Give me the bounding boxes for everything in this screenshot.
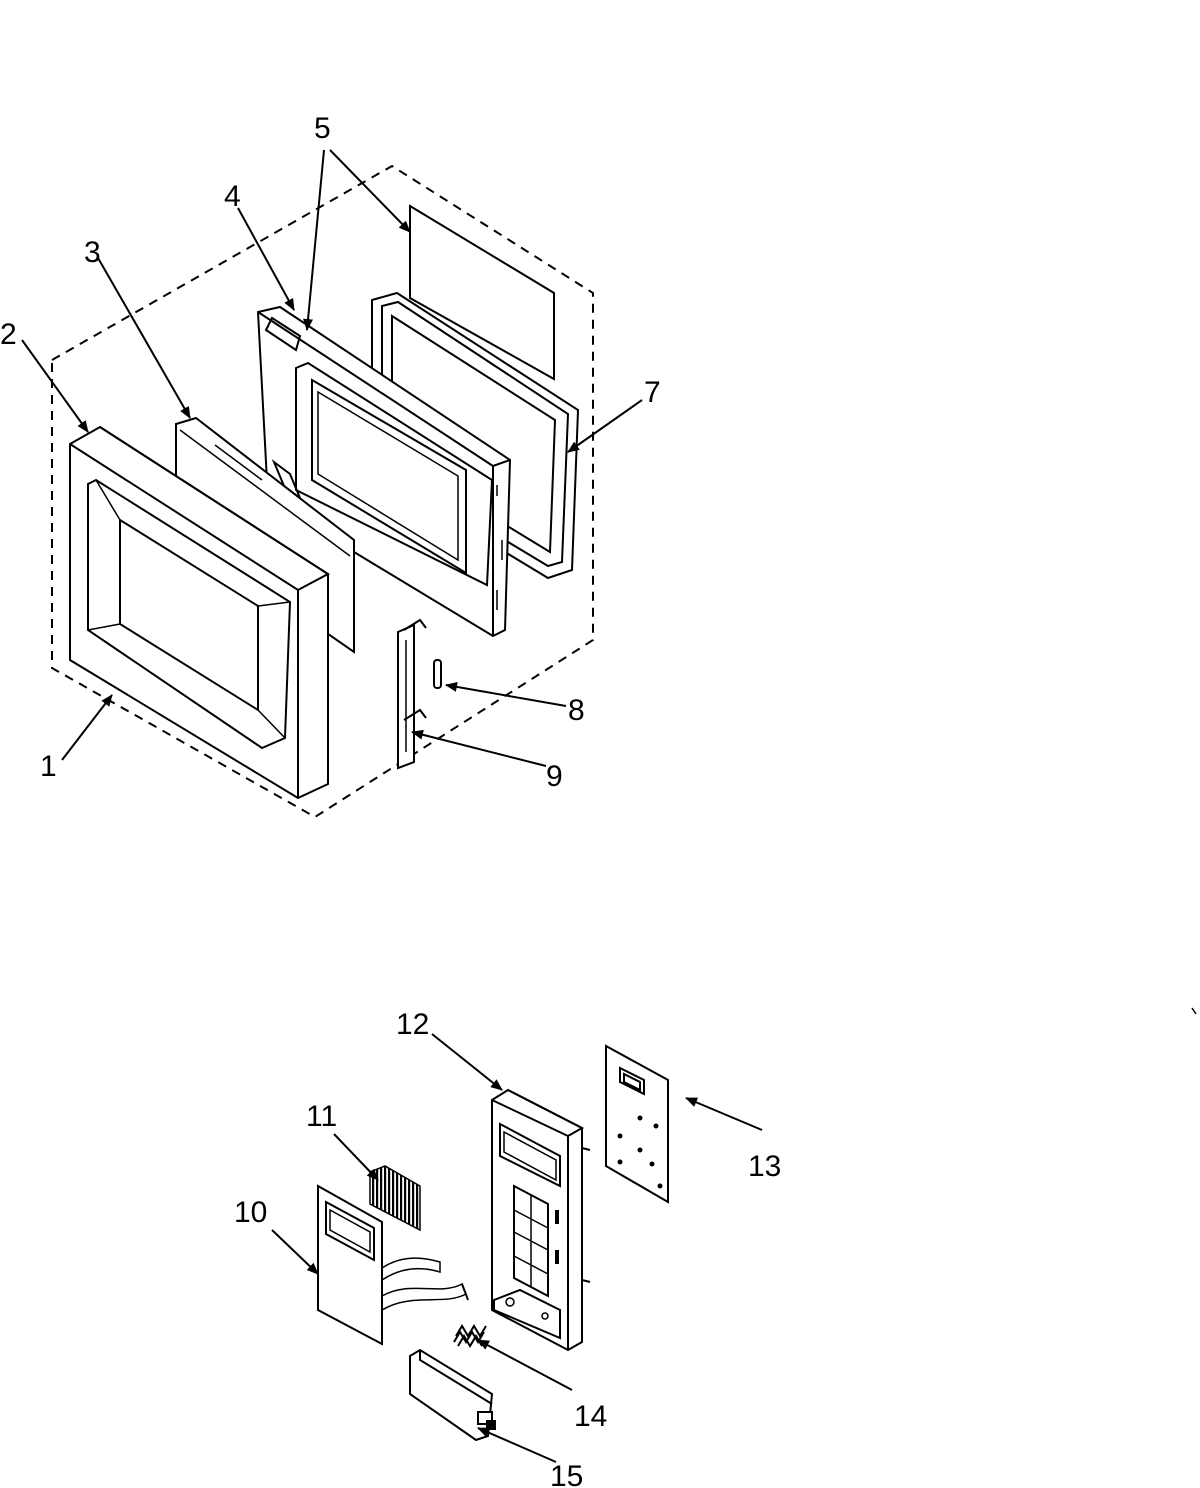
- part-12-control-housing: [491, 1088, 591, 1352]
- label-part-1: 1: [40, 750, 57, 783]
- label-part-14: 14: [574, 1400, 607, 1433]
- part-10-membrane-panel: [317, 1184, 469, 1346]
- part-13-control-board: [605, 1044, 669, 1204]
- leader-2: [21, 339, 89, 433]
- label-part-12: 12: [396, 1008, 429, 1041]
- label-part-5: 5: [314, 112, 331, 145]
- label-part-8: 8: [568, 694, 585, 727]
- part-14-spring: [453, 1324, 487, 1348]
- part-7-choke-frame: [371, 291, 580, 580]
- leader-1: [61, 694, 113, 761]
- leader-8: [445, 681, 567, 707]
- leader-3: [97, 257, 191, 419]
- leader-7: [567, 399, 643, 453]
- part-2-outer-door: [69, 425, 330, 800]
- part-8-latch-spring: [433, 659, 442, 689]
- label-part-7: 7: [644, 376, 661, 409]
- leader-5a: [303, 149, 325, 331]
- part-4-inner-door-frame: [256, 305, 512, 638]
- assembly-boundary: [51, 164, 594, 819]
- label-part-10: 10: [234, 1196, 267, 1229]
- part-11-hatched-strip: [369, 1165, 421, 1232]
- leader-13: [685, 1097, 763, 1131]
- door-assembly-group: 1 2 3 4 5 7 8 9: [0, 112, 661, 819]
- leader-5b: [329, 149, 411, 233]
- label-part-15: 15: [550, 1460, 583, 1488]
- label-part-2: 2: [0, 318, 17, 351]
- leader-10: [271, 1229, 319, 1275]
- stray-mark: [1191, 1007, 1197, 1015]
- control-panel-group: 10 11 12 13 14 15: [234, 1008, 781, 1488]
- leader-11: [333, 1133, 379, 1181]
- label-part-4: 4: [224, 180, 241, 213]
- part-5-glass-sheet: [409, 204, 555, 381]
- part-15-release-button: [409, 1348, 496, 1442]
- label-part-3: 3: [84, 236, 101, 269]
- label-part-9: 9: [546, 760, 563, 793]
- leader-12: [431, 1033, 503, 1091]
- label-part-11: 11: [306, 1100, 337, 1133]
- leader-14: [477, 1339, 573, 1391]
- leader-9: [411, 729, 547, 767]
- part-9-door-latch: [397, 618, 427, 770]
- leader-15: [477, 1427, 557, 1463]
- label-part-13: 13: [748, 1150, 781, 1183]
- leader-4: [237, 207, 295, 311]
